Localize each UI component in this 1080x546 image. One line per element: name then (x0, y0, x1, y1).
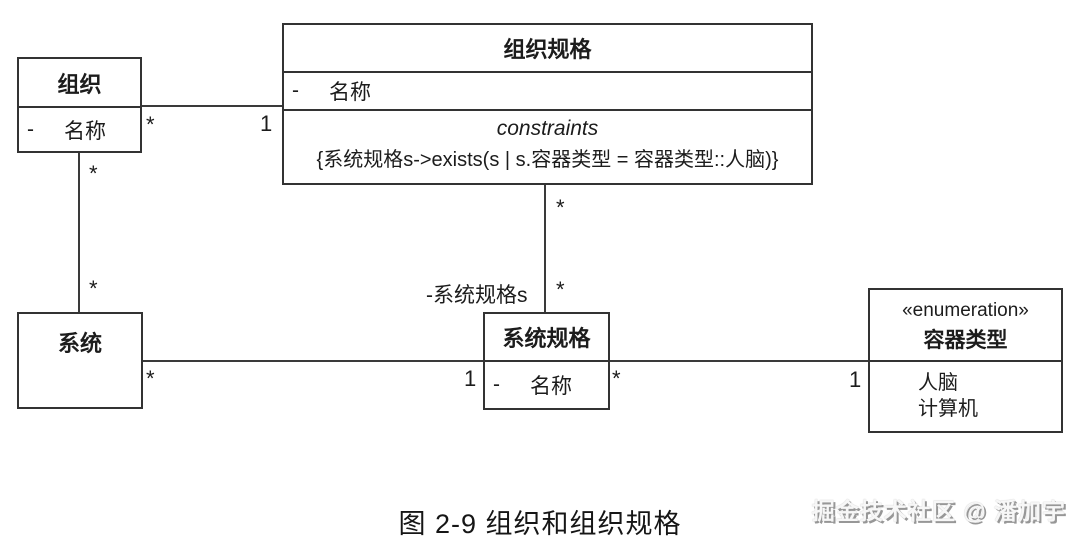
association-org-to-system (78, 153, 80, 312)
multiplicity-sysspec-enum-end: * (612, 366, 621, 391)
class-constraints-orgspec: constraints {系统规格s->exists(s | s.容器类型 = … (284, 109, 811, 183)
attr-visibility: - (27, 117, 34, 141)
multiplicity-org-system-top: * (89, 161, 98, 186)
enum-stereotype: «enumeration» (902, 300, 1029, 321)
multiplicity-orgspec-sysspec-top: * (556, 195, 565, 220)
class-box-systemspec: 系统规格 - 名称 (483, 312, 610, 410)
constraints-keyword: constraints (496, 117, 599, 140)
multiplicity-sysspec-end-left: 1 (464, 366, 477, 391)
enum-name-containertype: 容器类型 (923, 329, 1008, 352)
enum-box-containertype: «enumeration» 容器类型 人脑 计算机 (868, 288, 1063, 433)
class-title-system: 系统 (19, 314, 141, 370)
constraint-expression: {系统规格s->exists(s | s.容器类型 = 容器类型::人脑)} (316, 149, 779, 171)
association-org-to-orgspec (142, 105, 282, 107)
class-name-system: 系统 (57, 331, 102, 356)
association-orgspec-to-systemspec (544, 185, 546, 312)
enum-header: «enumeration» 容器类型 (870, 290, 1061, 360)
enum-value-brain: 人脑 (918, 372, 958, 394)
attr-name: 名称 (530, 375, 572, 398)
enum-values: 人脑 计算机 (870, 360, 1061, 422)
class-name-orgspec: 组织规格 (503, 37, 592, 62)
attr-visibility: - (493, 373, 500, 396)
watermark-text: 掘金技术社区 @ 潘加宇 (811, 498, 1066, 524)
role-label-systemspec-s: -系统规格s (426, 284, 528, 307)
figure-caption: 图 2-9 组织和组织规格 (398, 509, 682, 539)
class-attr-org: - 名称 (19, 106, 140, 151)
class-box-org: 组织 - 名称 (17, 57, 142, 153)
class-title-org: 组织 (19, 59, 140, 106)
class-name-org: 组织 (57, 71, 102, 97)
class-attr-orgspec: - 名称 (284, 71, 811, 109)
multiplicity-orgspec-sysspec-bottom: * (556, 277, 565, 302)
multiplicity-orgspec-end: 1 (260, 111, 273, 136)
class-title-orgspec: 组织规格 (284, 25, 811, 71)
association-systemspec-to-containertype (610, 360, 868, 362)
class-title-systemspec: 系统规格 (485, 314, 608, 360)
multiplicity-org-end: * (146, 112, 155, 137)
multiplicity-system-end: * (146, 366, 155, 391)
attr-name: 名称 (329, 81, 371, 104)
class-attr-systemspec: - 名称 (485, 360, 608, 408)
enum-value-computer: 计算机 (918, 398, 978, 420)
class-box-orgspec: 组织规格 - 名称 constraints {系统规格s->exists(s |… (282, 23, 813, 185)
multiplicity-enum-end: 1 (849, 367, 862, 392)
class-name-systemspec: 系统规格 (502, 326, 591, 351)
multiplicity-org-system-bottom: * (89, 276, 98, 301)
attr-name: 名称 (64, 119, 106, 143)
association-system-to-systemspec (143, 360, 483, 362)
class-box-system: 系统 (17, 312, 143, 409)
attr-visibility: - (292, 79, 299, 102)
